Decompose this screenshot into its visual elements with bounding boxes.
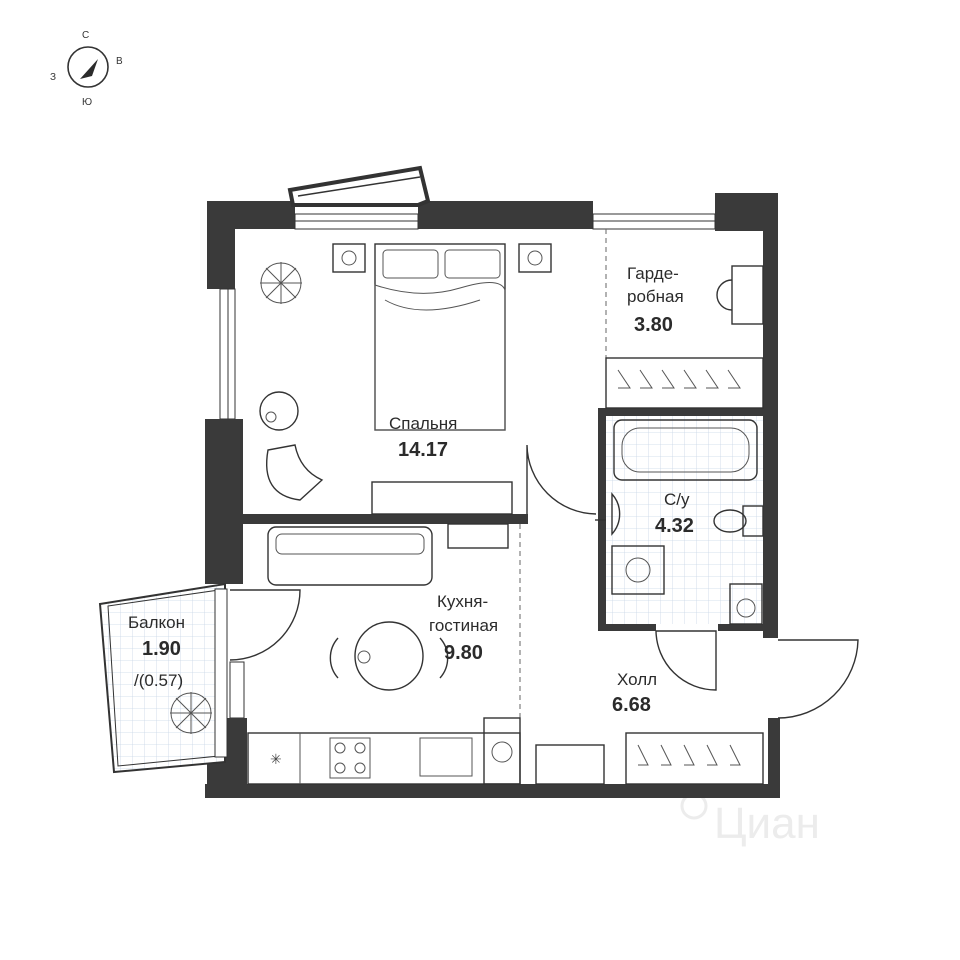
balcony-name: Балкон <box>128 613 185 632</box>
compass-north-label: С <box>82 30 89 41</box>
balcony <box>98 582 228 774</box>
bedroom-door-icon <box>526 444 597 515</box>
watermark: Циан <box>680 792 820 848</box>
washing-machine-icon <box>611 545 665 595</box>
room-label-wardrobe: Гарде- робная 3.80 <box>627 264 684 336</box>
dishwasher-icon <box>483 717 521 785</box>
side-table-icon <box>259 391 299 431</box>
boiler-icon <box>729 583 763 625</box>
kitchen-counter-icon <box>247 732 521 785</box>
hall-wardrobe-icon <box>625 732 764 785</box>
kitchen-name-line2: гостиная <box>429 616 498 635</box>
compass-ring-icon <box>67 46 109 88</box>
dresser-icon <box>371 481 513 515</box>
kitchen-furniture: ✳ <box>247 523 521 785</box>
room-label-balcony: Балкон 1.90 /(0.57) <box>128 613 185 690</box>
wardrobe-area: 3.80 <box>634 314 673 336</box>
room-label-bathroom: С/у 4.32 <box>655 490 694 537</box>
sink-icon <box>611 492 621 536</box>
dining-table-icon <box>354 621 424 691</box>
bathroom-fixtures <box>611 419 764 625</box>
tv-stand-icon <box>447 523 509 549</box>
room-label-bedroom: Спальня 14.17 <box>389 414 457 461</box>
kitchen-name-line1: Кухня- <box>437 592 488 611</box>
toilet-icon <box>713 509 747 533</box>
chair-right-icon <box>439 637 449 679</box>
wardrobe-name-line1: Гарде- <box>627 264 679 283</box>
wardrobe-name-line2: робная <box>627 287 684 306</box>
balcony-area: 1.90 <box>142 638 181 660</box>
compass: С Ю З В <box>50 30 123 108</box>
nightstand-right-icon <box>518 243 552 273</box>
hall-area: 6.68 <box>612 694 651 716</box>
bathroom-door-icon <box>655 630 717 691</box>
doors <box>229 444 859 719</box>
hanger-rail-icon <box>605 357 764 409</box>
nightstand-left-icon <box>332 243 366 273</box>
vanity-icon <box>731 265 764 325</box>
bedroom-furniture <box>259 243 552 515</box>
compass-arrow-icon <box>80 59 98 79</box>
compass-west-label: З <box>50 72 56 83</box>
bathroom-name: С/у <box>664 490 690 509</box>
stove-burner-icon <box>334 742 346 754</box>
bathroom-tile-floor <box>606 416 763 624</box>
plant-icon <box>260 262 302 304</box>
entrance-door-icon <box>777 639 859 719</box>
bedroom-area: 14.17 <box>398 439 448 461</box>
watermark-text: Циан <box>714 799 820 848</box>
toilet-tank-icon <box>742 505 764 537</box>
chair-left-icon <box>329 637 339 679</box>
kitchen-sink-icon <box>419 737 473 777</box>
vanity-stool-icon <box>716 279 733 311</box>
room-label-hall: Холл 6.68 <box>612 670 657 716</box>
compass-south-label: Ю <box>82 97 92 108</box>
armchair-icon <box>266 444 324 501</box>
fridge-icon: ✳ <box>270 752 282 768</box>
balcony-plant-icon <box>170 692 212 734</box>
kitchen-area: 9.80 <box>444 642 483 664</box>
balcony-reduced-area: /(0.57) <box>134 671 183 690</box>
shoe-bench-icon <box>535 744 605 785</box>
balcony-door-icon <box>229 589 301 661</box>
sofa-icon <box>267 526 433 586</box>
room-label-kitchen: Кухня- гостиная 9.80 <box>429 592 498 664</box>
hall-furniture <box>535 732 764 785</box>
walls <box>205 165 780 798</box>
bathroom-area: 4.32 <box>655 515 694 537</box>
compass-east-label: В <box>116 56 123 67</box>
hall-name: Холл <box>617 670 657 689</box>
bathtub-icon <box>613 419 758 481</box>
double-bed-icon <box>374 243 506 431</box>
wardrobe-furniture <box>605 265 764 409</box>
bedroom-name: Спальня <box>389 414 457 433</box>
